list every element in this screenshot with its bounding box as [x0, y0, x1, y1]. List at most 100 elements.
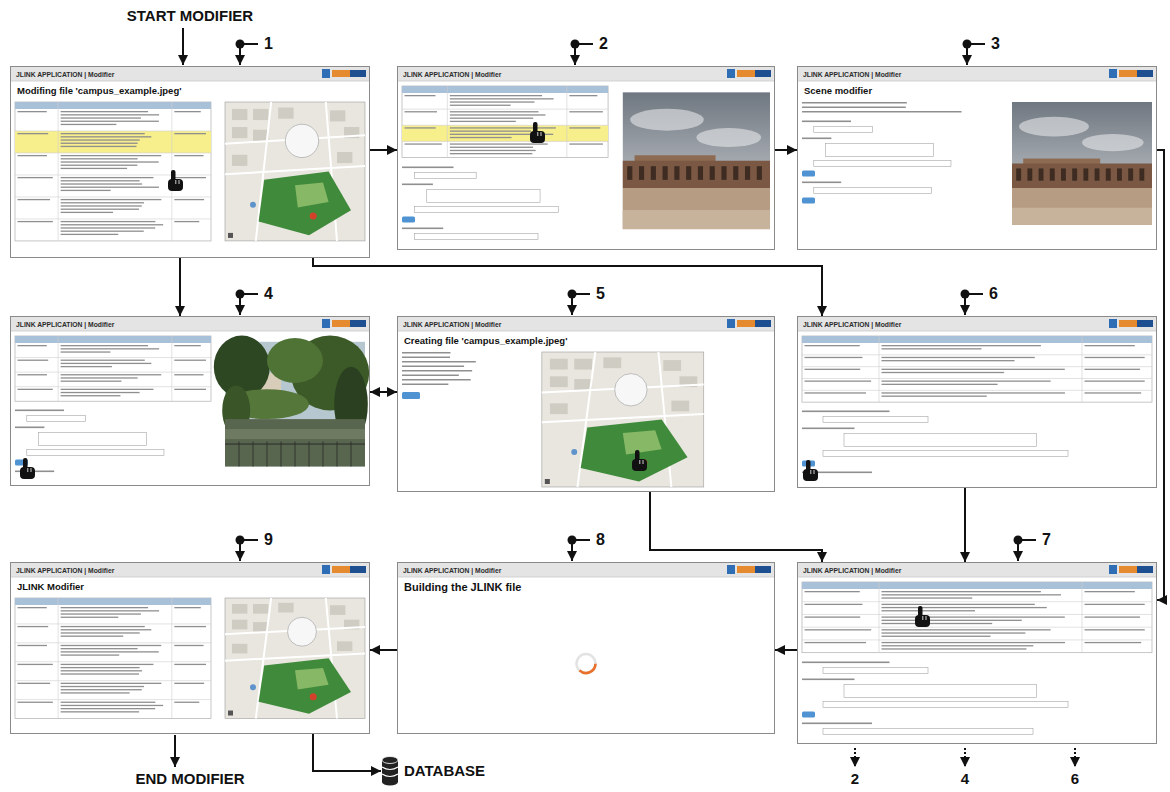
- cell-text: [805, 357, 863, 358]
- table-rule: [15, 152, 211, 153]
- table-rule: [171, 598, 172, 719]
- logo-icon: [1109, 565, 1117, 574]
- cell-text: [405, 127, 436, 128]
- flow-arrow: [1157, 150, 1164, 600]
- body-text: [802, 102, 907, 104]
- form-label: [15, 427, 44, 429]
- cell-text: [18, 626, 49, 627]
- cell-text: [61, 711, 139, 712]
- photo-window: [1027, 168, 1032, 180]
- form-label: [802, 138, 831, 140]
- cell-text: [61, 345, 148, 346]
- photo-railing: [267, 442, 268, 467]
- pointer-hand: [632, 450, 647, 471]
- cell-text: [61, 651, 159, 652]
- photo-ground: [1012, 208, 1152, 225]
- cell-text: [61, 155, 162, 156]
- cell-text: [450, 147, 533, 148]
- logo-banner: [755, 70, 771, 77]
- app-screenshot: JLINK APPLICATION | Modifier: [797, 316, 1157, 488]
- cell-text: [18, 645, 48, 646]
- cell-text: [1085, 616, 1141, 617]
- cell-text: [1085, 591, 1135, 592]
- callout-number: 9: [264, 531, 273, 549]
- cell-text: [450, 130, 531, 131]
- logo-icon: [322, 319, 330, 328]
- photo-railing: [309, 442, 310, 467]
- photo-ground: [623, 210, 770, 229]
- map-building: [232, 155, 247, 166]
- map-building: [232, 127, 247, 138]
- app-screenshot: JLINK APPLICATION | Modifier: [10, 316, 370, 486]
- callout-number: 7: [1042, 531, 1051, 549]
- pointer-hand: [179, 180, 180, 184]
- cell-text: [61, 610, 160, 611]
- cell-text: [882, 372, 1005, 373]
- table-header: [802, 582, 1152, 589]
- photo-window: [1061, 168, 1066, 180]
- cell-text: [1085, 357, 1145, 358]
- cell-text: [882, 632, 1026, 633]
- logo-icon: [1109, 319, 1117, 328]
- database-icon: [382, 767, 398, 770]
- table-rule: [802, 627, 1152, 628]
- cell-text: [18, 374, 48, 375]
- cell-text: [882, 642, 1065, 643]
- table-rule: [58, 336, 59, 401]
- map-road: [225, 653, 365, 660]
- map-building: [232, 620, 247, 630]
- callout-pin: [571, 40, 594, 66]
- screenshot-image: [397, 316, 775, 492]
- highlighted-row: [15, 131, 211, 153]
- screen-background: [397, 316, 775, 492]
- screenshot-image: [397, 562, 775, 734]
- screen-background: [797, 562, 1157, 744]
- cell-text: [18, 221, 53, 222]
- callout-pin: [961, 290, 970, 299]
- cell-text: [61, 180, 140, 181]
- map-building: [253, 109, 268, 120]
- body-text: [402, 370, 472, 372]
- photo-window: [1128, 168, 1133, 180]
- logo-banner: [332, 70, 352, 77]
- map-marker: [615, 374, 647, 406]
- screen-background: [10, 562, 370, 734]
- title-bar-rule: [10, 577, 370, 578]
- form-field: [814, 127, 873, 133]
- window-title: JLINK APPLICATION | Modifier: [398, 563, 774, 578]
- table-rule: [802, 390, 1152, 391]
- cell-text: [174, 702, 199, 703]
- pointer-hand: [168, 179, 183, 191]
- title-bar-rule: [797, 331, 1157, 332]
- table-rule: [447, 86, 448, 158]
- callout-pin: [568, 290, 591, 316]
- table-frame: [15, 598, 211, 719]
- cell-text: [61, 117, 141, 118]
- photo-window: [745, 166, 750, 180]
- cell-text: [61, 143, 138, 144]
- cell-text: [1085, 380, 1145, 381]
- cell-text: [61, 136, 152, 137]
- table-rule: [802, 601, 1152, 602]
- cell-text: [882, 348, 982, 349]
- screenshot-image: [10, 562, 370, 734]
- cell-text: [174, 111, 200, 112]
- cell-text: [450, 121, 516, 122]
- cell-text: [61, 187, 159, 188]
- database-icon: [382, 774, 398, 777]
- flow-terminal-label: END MODIFIER: [135, 771, 244, 788]
- pointer-hand: [31, 468, 32, 472]
- cell-text: [61, 617, 119, 618]
- map-spot: [250, 202, 256, 208]
- callout-pin: [961, 290, 984, 316]
- table-frame: [15, 102, 211, 241]
- table-header: [802, 336, 1152, 343]
- body-text: [402, 352, 450, 354]
- cell-text: [174, 199, 204, 200]
- map-marker: [288, 617, 317, 646]
- table-rule: [171, 336, 172, 401]
- form-button: [802, 171, 815, 177]
- photo-railing: [337, 442, 338, 467]
- callout-number: 6: [1071, 771, 1079, 788]
- cell-text: [1085, 629, 1145, 630]
